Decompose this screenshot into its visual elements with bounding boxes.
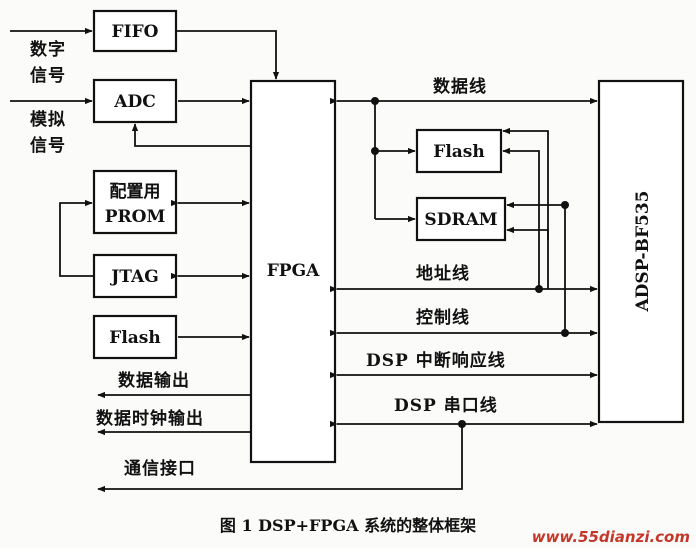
address-bus-label: 地址线	[416, 263, 470, 284]
prom-label-line2: PROM	[105, 207, 166, 227]
digital-signal-label-line1: 数字	[30, 39, 66, 60]
junction-dot	[561, 329, 569, 337]
data-output-label: 数据输出	[118, 370, 190, 391]
analog-signal-label-line2: 信号	[30, 135, 66, 156]
junction-dot	[535, 285, 543, 293]
comm-interface-arrow	[97, 424, 463, 493]
control-bus-label: 控制线	[416, 307, 470, 328]
fifo-to-fpga-arrow	[176, 30, 280, 80]
comm-interface-label: 通信接口	[124, 458, 196, 479]
figure-caption: 图 1 DSP+FPGA 系统的整体框架	[220, 516, 476, 535]
interrupt-line-label: DSP 中断响应线	[366, 350, 506, 371]
digital-signal-label-line2: 信号	[30, 65, 66, 86]
fpga-to-adc-arrow	[131, 123, 251, 147]
sdram-block	[415, 196, 507, 242]
flash-left-block	[92, 314, 178, 360]
site-watermark: www.55dianzi.com	[532, 528, 690, 546]
address-to-flash-arrow-2	[502, 127, 549, 289]
address-to-sdram-arrow	[506, 226, 549, 240]
jtag-label: JTAG	[109, 267, 158, 287]
dsp-block	[597, 79, 685, 424]
address-to-flash-arrow	[502, 147, 540, 289]
control-to-sdram-arrow	[506, 201, 566, 333]
flash-mid-block	[415, 128, 503, 174]
prom-label-line1: 配置用	[110, 182, 161, 202]
serial-line-label: DSP 串口线	[394, 395, 498, 416]
analog-signal-label-line1: 模拟	[30, 109, 66, 130]
flash-mid-label: Flash	[433, 142, 484, 162]
fpga-block	[249, 79, 337, 464]
junction-dot	[458, 420, 466, 428]
clock-output-label: 数据时钟输出	[96, 408, 204, 429]
junction-dot	[371, 147, 379, 155]
junction-dot	[561, 201, 569, 209]
fpga-label: FPGA	[267, 261, 320, 281]
sdram-label: SDRAM	[424, 210, 497, 230]
fifo-block	[92, 9, 178, 53]
adc-block	[92, 78, 178, 124]
adc-label: ADC	[113, 92, 155, 112]
data-bus-label: 数据线	[433, 76, 487, 97]
dsp-label: ADSP-BF535	[633, 190, 653, 312]
junction-dot	[371, 97, 379, 105]
prom-block	[92, 169, 178, 235]
jtag-prom-loop	[59, 199, 94, 277]
fifo-label: FIFO	[112, 22, 159, 42]
flash-left-label: Flash	[109, 328, 160, 348]
